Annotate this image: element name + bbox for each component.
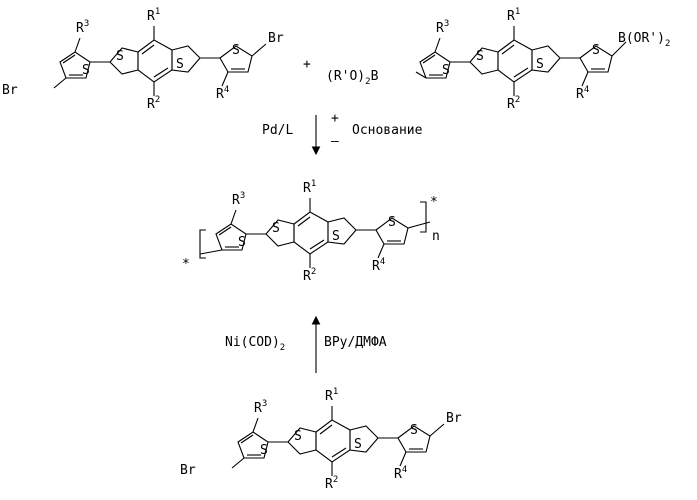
minus-charge-label: – xyxy=(331,134,339,149)
bromine-atom-label: Br xyxy=(268,31,284,46)
repeat-unit-n: n xyxy=(432,229,440,244)
dibromo-monomer-bottom: Br Br xyxy=(180,387,462,492)
right-bracket xyxy=(420,202,426,232)
end-group-star: * xyxy=(182,257,190,272)
plus-charge-label: + xyxy=(331,111,339,126)
bromine-atom-label: Br xyxy=(180,463,196,478)
nickel-reagent-label: Ni(COD)2 xyxy=(225,335,285,353)
dibromo-monomer-top: Br Br xyxy=(2,7,284,112)
bromine-atom-label: Br xyxy=(2,83,18,98)
bromine-atom-label: Br xyxy=(446,411,462,426)
polymer-structure: * * n xyxy=(182,179,440,284)
catalyst-label: Pd/L xyxy=(262,123,293,138)
boronate-left-group: (R'O)2B xyxy=(326,69,379,87)
base-label: Основание xyxy=(352,123,423,138)
boronate-monomer-top xyxy=(416,7,626,112)
boronate-right-group: B(OR')2 xyxy=(618,31,670,49)
plus-sign: + xyxy=(303,57,311,72)
end-group-star: * xyxy=(430,195,438,210)
ligand-solvent-label: BPy/ДМФА xyxy=(324,335,387,350)
